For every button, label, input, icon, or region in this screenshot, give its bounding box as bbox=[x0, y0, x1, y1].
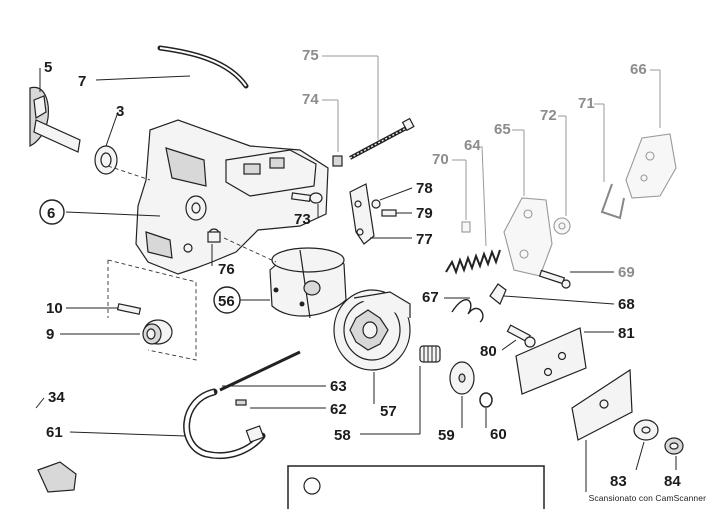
part-10-pin bbox=[116, 303, 142, 315]
callout-75: 75 bbox=[302, 47, 319, 64]
leader-83 bbox=[635, 441, 645, 471]
part-75-long-bolt bbox=[349, 117, 415, 160]
leader-7 bbox=[95, 75, 191, 81]
part-74-nut bbox=[332, 155, 343, 167]
part-67-spring-clip bbox=[451, 299, 484, 323]
leader-34 bbox=[35, 397, 45, 409]
part-56-clutch-shoes bbox=[269, 247, 347, 319]
callout-81: 81 bbox=[618, 325, 635, 342]
leader-3 bbox=[105, 111, 119, 147]
callout-7: 7 bbox=[78, 73, 86, 90]
part-7-cable bbox=[157, 45, 249, 89]
callout-64: 64 bbox=[464, 137, 481, 154]
part-84-nut bbox=[664, 437, 684, 455]
part-80-bolt bbox=[506, 324, 536, 348]
callout-66: 66 bbox=[630, 61, 647, 78]
part-66-plate bbox=[625, 133, 677, 199]
part-58-needle-bearing bbox=[419, 345, 441, 363]
part-70-screw bbox=[461, 221, 471, 233]
leader-6 bbox=[65, 211, 161, 217]
part-59-washer bbox=[449, 361, 475, 395]
callout-34: 34 bbox=[48, 389, 65, 406]
callout-83: 83 bbox=[610, 473, 627, 490]
guide-dash-clutch bbox=[223, 237, 277, 263]
callout-77: 77 bbox=[416, 231, 433, 248]
part-64-spring bbox=[445, 249, 501, 275]
part-corner-fragment bbox=[37, 461, 77, 493]
part-83-washer bbox=[633, 419, 659, 441]
part-71-clip bbox=[600, 183, 625, 220]
callout-6: 6 bbox=[47, 205, 55, 222]
part-57-clutch-drum bbox=[333, 289, 411, 371]
callout-5: 5 bbox=[44, 59, 52, 76]
callout-79: 79 bbox=[416, 205, 433, 222]
callout-65: 65 bbox=[494, 121, 511, 138]
part-9-bushing bbox=[142, 319, 173, 345]
part-62-pin bbox=[235, 399, 247, 406]
part-73-screw bbox=[290, 192, 323, 204]
leader-64 bbox=[481, 145, 487, 247]
callout-76: 76 bbox=[218, 261, 235, 278]
callout-73: 73 bbox=[294, 211, 311, 228]
part-60-circlip bbox=[479, 392, 493, 408]
part-63-brake-rod bbox=[219, 350, 301, 392]
next-section-circle bbox=[303, 477, 321, 495]
part-79-screw bbox=[381, 209, 397, 217]
part-72-nut bbox=[553, 217, 571, 235]
part-77-lever bbox=[349, 183, 375, 245]
callout-84: 84 bbox=[664, 473, 681, 490]
callout-61: 61 bbox=[46, 424, 63, 441]
callout-6-circle: 6 bbox=[39, 199, 65, 225]
part-3-seal-ring bbox=[94, 145, 118, 175]
leader-80 bbox=[501, 339, 517, 351]
callout-72: 72 bbox=[540, 107, 557, 124]
callout-58: 58 bbox=[334, 427, 351, 444]
callout-69: 69 bbox=[618, 264, 635, 281]
next-section-frame bbox=[287, 465, 545, 509]
callout-56: 56 bbox=[218, 293, 235, 310]
leader-78 bbox=[379, 187, 413, 201]
part-76-spacer bbox=[207, 231, 221, 243]
part-69-screw bbox=[538, 269, 571, 289]
leader-68 bbox=[503, 295, 615, 305]
callout-57: 57 bbox=[380, 403, 397, 420]
part-78-washer bbox=[371, 199, 381, 209]
callout-70: 70 bbox=[432, 151, 449, 168]
part-61-brake-band bbox=[183, 388, 266, 460]
callout-67: 67 bbox=[422, 289, 439, 306]
part-81-guide-plate bbox=[515, 327, 587, 395]
callout-3: 3 bbox=[116, 103, 124, 120]
callout-60-text: 8360 bbox=[490, 426, 507, 443]
callout-80: 80 bbox=[480, 343, 497, 360]
callout-71: 71 bbox=[578, 95, 595, 112]
callout-9: 9 bbox=[46, 326, 54, 343]
part-5-flywheel bbox=[29, 86, 81, 153]
scanner-watermark: Scansionato con CamScanner bbox=[588, 493, 706, 503]
guide-dash-crank bbox=[107, 165, 151, 181]
part-6-crankcase bbox=[135, 119, 329, 275]
part-lower-guide-plate bbox=[571, 368, 633, 441]
leader-61 bbox=[69, 431, 187, 437]
callout-62: 62 bbox=[330, 401, 347, 418]
callout-74: 74 bbox=[302, 91, 319, 108]
callout-63: 63 bbox=[330, 378, 347, 395]
callout-59-label: 59 bbox=[438, 427, 455, 444]
part-65-bracket bbox=[503, 197, 553, 277]
callout-68: 68 bbox=[618, 296, 635, 313]
guide-dash-box bbox=[107, 259, 197, 361]
callout-78: 78 bbox=[416, 180, 433, 197]
part-68-pawl bbox=[489, 283, 507, 305]
callout-10: 10 bbox=[46, 300, 63, 317]
callout-56-circle: 56 bbox=[213, 286, 241, 314]
